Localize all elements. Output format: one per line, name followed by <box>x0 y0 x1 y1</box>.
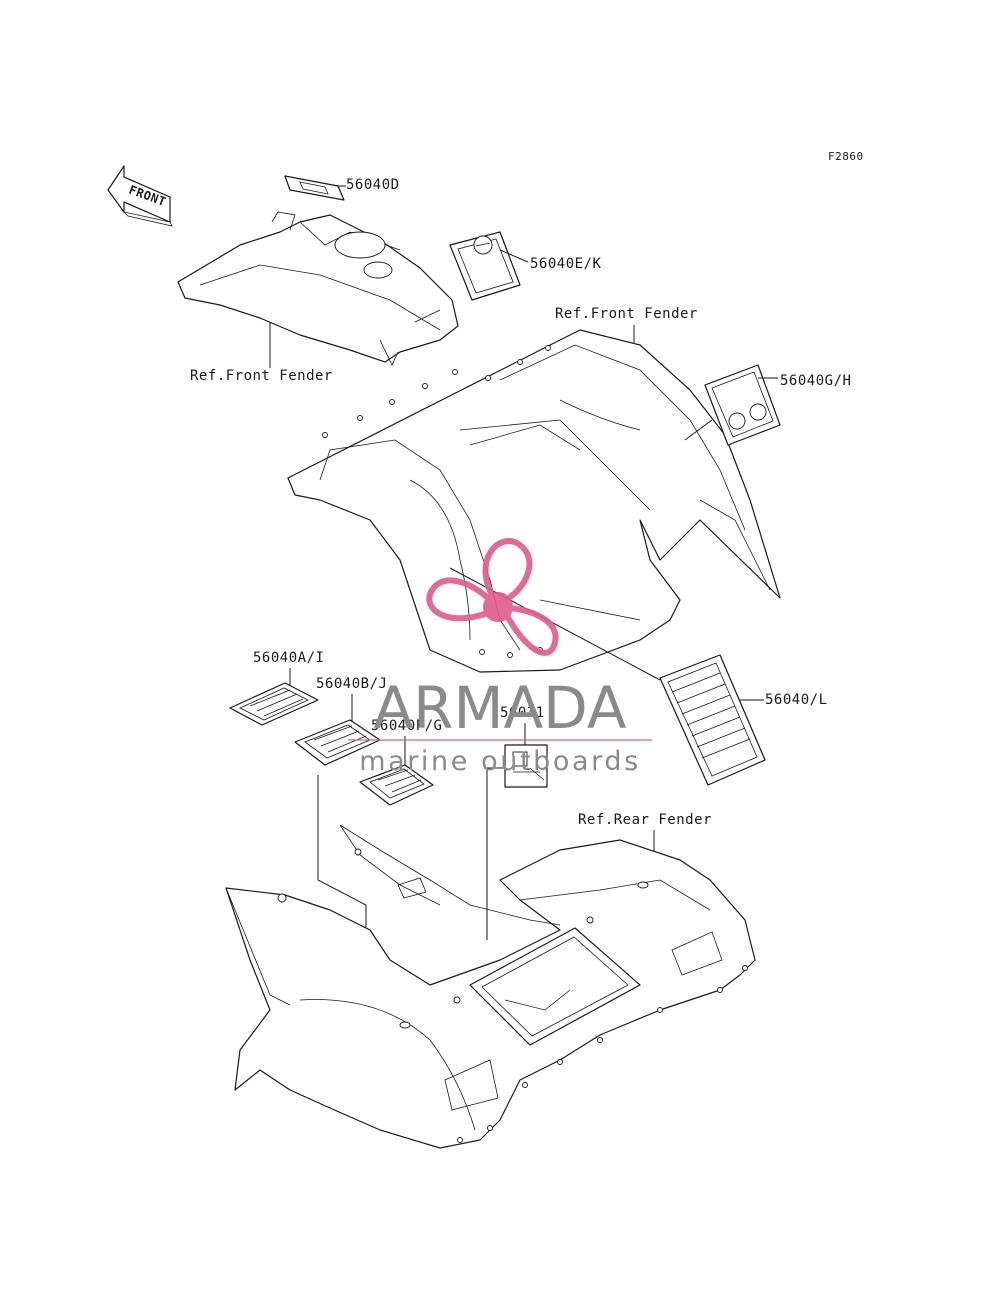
part-label-56040ai: 56040A/I <box>253 650 324 666</box>
part-label-56040bj: 56040B/J <box>316 676 387 692</box>
decal-56040l <box>659 654 766 786</box>
part-label-56040d: 56040D <box>346 177 400 193</box>
decal-56040ai <box>229 682 319 726</box>
front-arrow-icon: FRONT <box>107 165 173 227</box>
decal-56040fg <box>359 764 434 806</box>
decal-56040d <box>284 175 346 201</box>
part-label-56040gh: 56040G/H <box>780 373 851 389</box>
ref-label-front-fender-left: Ref.Front Fender <box>190 368 333 384</box>
decal-56031 <box>504 744 548 788</box>
part-label-56040fg: 56040F/G <box>371 718 442 734</box>
part-label-56040ek: 56040E/K <box>530 256 602 272</box>
ref-label-rear-fender: Ref.Rear Fender <box>578 812 712 828</box>
rear-fender <box>225 824 756 1149</box>
watermark-logo-icon <box>426 538 559 656</box>
decal-56040ek <box>449 231 529 301</box>
part-label-56031: 56031 <box>500 705 545 721</box>
front-fender <box>287 329 781 681</box>
figure-id: F2860 <box>828 150 864 163</box>
ref-label-front-fender-right: Ref.Front Fender <box>555 306 698 322</box>
decal-56040gh <box>684 364 781 446</box>
watermark-brand: ARMADA <box>373 674 626 742</box>
part-label-56040l: 56040/L <box>765 692 828 708</box>
front-fender-cover <box>177 211 459 366</box>
watermark-tagline: marine outboards <box>359 746 641 777</box>
